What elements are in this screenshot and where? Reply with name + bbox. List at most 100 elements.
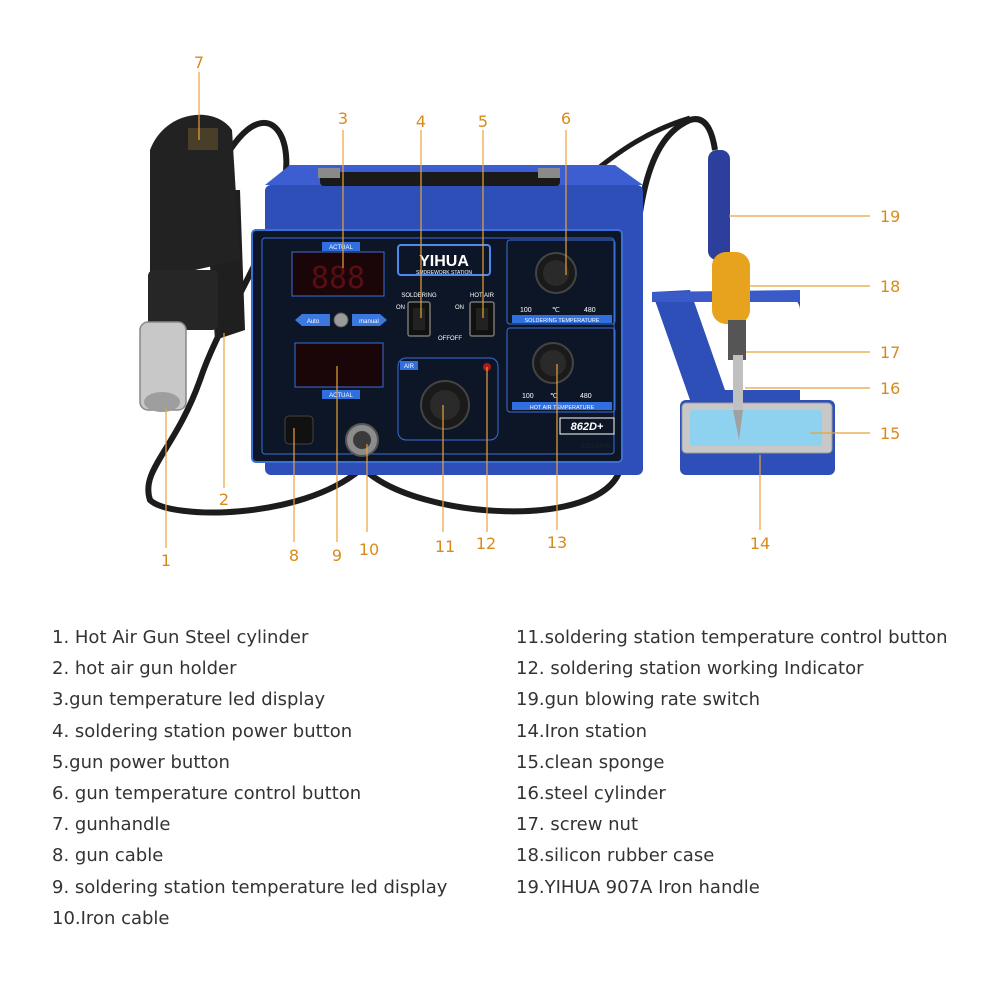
hotair-on-label: ON bbox=[455, 305, 464, 311]
hotair-temperature-knob-cap bbox=[540, 350, 566, 376]
legend-item: 15.clean sponge bbox=[516, 751, 665, 773]
air-knob-cap bbox=[430, 390, 460, 420]
callout-3: 3 bbox=[338, 109, 348, 128]
hotair-dial-unit: ℃ bbox=[550, 393, 558, 400]
actual-label-bottom bbox=[322, 390, 360, 399]
legend-item: 18.silicon rubber case bbox=[516, 845, 715, 867]
auto-label: Auto bbox=[307, 319, 320, 325]
auto-button[interactable] bbox=[295, 314, 330, 326]
front-panel: YIHUA SMDREWORK STATION ACTUAL 888 Auto … bbox=[251, 229, 623, 463]
callout-8: 8 bbox=[289, 546, 299, 565]
brand-subtitle: SMDREWORK STATION bbox=[416, 270, 472, 276]
screw-nut bbox=[728, 320, 746, 360]
legend-item: 10.Iron cable bbox=[52, 907, 170, 929]
manual-button[interactable] bbox=[352, 314, 387, 326]
product-diagram: YIHUA SMDREWORK STATION ACTUAL 888 Auto … bbox=[139, 53, 900, 570]
leader-lines bbox=[165, 72, 870, 548]
legend-right-column: 11.soldering station temperature control… bbox=[516, 622, 948, 903]
legend-item: 3.gun temperature led display bbox=[52, 689, 326, 711]
iron-station bbox=[652, 290, 835, 475]
callout-14: 14 bbox=[750, 534, 770, 553]
soldering-dial-min: 100 bbox=[520, 307, 532, 314]
manual-label: manual bbox=[359, 319, 379, 325]
legend-item: 12. soldering station working Indicator bbox=[516, 658, 864, 680]
legend-item: 19.gun blowing rate switch bbox=[516, 689, 761, 711]
callout-9: 9 bbox=[332, 546, 342, 565]
soldering-temperature-label-bar bbox=[512, 315, 612, 323]
gun-nozzle bbox=[144, 392, 180, 412]
legend-item: 11.soldering station temperature control… bbox=[516, 627, 948, 648]
legend-item: 8. gun cable bbox=[52, 845, 164, 867]
air-label: AIR bbox=[404, 364, 415, 370]
soldering-dial-max: 480 bbox=[584, 307, 596, 314]
callout-6: 6 bbox=[561, 109, 571, 128]
silicon-rubber-case bbox=[712, 252, 750, 324]
hotair-temperature-label: HOT AIR TEMPERATURE bbox=[530, 405, 595, 411]
callout-17: 17 bbox=[880, 343, 900, 362]
hotair-switch-label: HOT AIR bbox=[470, 293, 495, 299]
soldering-temperature-led-display bbox=[294, 342, 384, 388]
legend-item: 19.YIHUA 907A Iron handle bbox=[516, 876, 760, 898]
hotair-temperature-label-bar bbox=[512, 402, 612, 410]
legend-item: 16.steel cylinder bbox=[516, 783, 666, 805]
air-frame bbox=[397, 357, 499, 441]
legend-item: 4. soldering station power button bbox=[52, 720, 353, 742]
gun-cable-socket bbox=[284, 415, 314, 445]
legend-item: 2. hot air gun holder bbox=[52, 658, 237, 680]
gun-temperature-led-display bbox=[291, 251, 385, 297]
iron-tip bbox=[733, 410, 743, 440]
callout-15: 15 bbox=[880, 424, 900, 443]
soldering-power-rocker bbox=[413, 308, 425, 330]
callout-12: 12 bbox=[476, 534, 496, 553]
soldering-iron bbox=[708, 150, 750, 440]
steel-cylinder bbox=[733, 355, 743, 410]
soldering-dial-unit: ℃ bbox=[552, 307, 560, 314]
legend-item: 1. Hot Air Gun Steel cylinder bbox=[52, 627, 309, 648]
legend-item: 17. screw nut bbox=[516, 814, 639, 836]
soldering-off-label: OFF bbox=[438, 336, 450, 342]
callout-2: 2 bbox=[219, 490, 229, 509]
auto-manual-knob[interactable] bbox=[333, 312, 349, 328]
gun-handle bbox=[150, 114, 240, 280]
gun-power-rocker bbox=[476, 308, 488, 330]
callout-1: 1 bbox=[161, 551, 171, 570]
model-badge bbox=[559, 417, 615, 435]
legend-item: 14.Iron station bbox=[516, 720, 648, 742]
gun-cable bbox=[145, 120, 362, 516]
led-digits-top: 888 bbox=[311, 261, 365, 296]
callout-5: 5 bbox=[478, 112, 488, 131]
gun-body bbox=[148, 270, 218, 330]
soldering-on-label: ON bbox=[396, 305, 405, 311]
esd-label: ESD SAFE bbox=[581, 443, 611, 450]
callout-7: 7 bbox=[194, 53, 204, 72]
air-label-bar bbox=[400, 361, 418, 370]
legend-item: 9. soldering station temperature led dis… bbox=[52, 876, 448, 898]
iron-socket-core bbox=[353, 431, 371, 449]
actual-label-top-text: ACTUAL bbox=[329, 245, 353, 251]
legend-item: 7. gunhandle bbox=[52, 814, 171, 836]
hotair-dial-max: 480 bbox=[580, 393, 592, 400]
callout-16: 16 bbox=[880, 379, 900, 398]
soldering-temperature-frame bbox=[506, 239, 616, 325]
hotair-temperature-frame bbox=[506, 327, 616, 413]
callout-10: 10 bbox=[359, 540, 379, 559]
callout-18: 18 bbox=[880, 277, 900, 296]
legend-item: 5.gun power button bbox=[52, 751, 230, 773]
hotair-off-label: OFF bbox=[450, 336, 462, 342]
brand-logo: YIHUA bbox=[419, 253, 469, 270]
callout-11: 11 bbox=[435, 537, 455, 556]
actual-label-bottom-text: ACTUAL bbox=[329, 393, 353, 399]
gun-temperature-knob-cap bbox=[543, 260, 569, 286]
gun-vent bbox=[188, 128, 218, 150]
iron-handle bbox=[708, 150, 730, 260]
legend-item: 6. gun temperature control button bbox=[52, 783, 362, 805]
callout-4: 4 bbox=[416, 112, 426, 131]
model-label: 862D+ bbox=[571, 421, 604, 433]
callout-19: 19 bbox=[880, 207, 900, 226]
clean-sponge bbox=[690, 410, 822, 446]
actual-label-top bbox=[322, 242, 360, 251]
callout-numbers: 1 2 3 4 5 6 7 8 9 10 11 12 13 14 15 16 1… bbox=[161, 53, 900, 570]
brand-plate bbox=[397, 244, 491, 276]
hot-air-gun bbox=[139, 114, 245, 412]
callout-13: 13 bbox=[547, 533, 567, 552]
